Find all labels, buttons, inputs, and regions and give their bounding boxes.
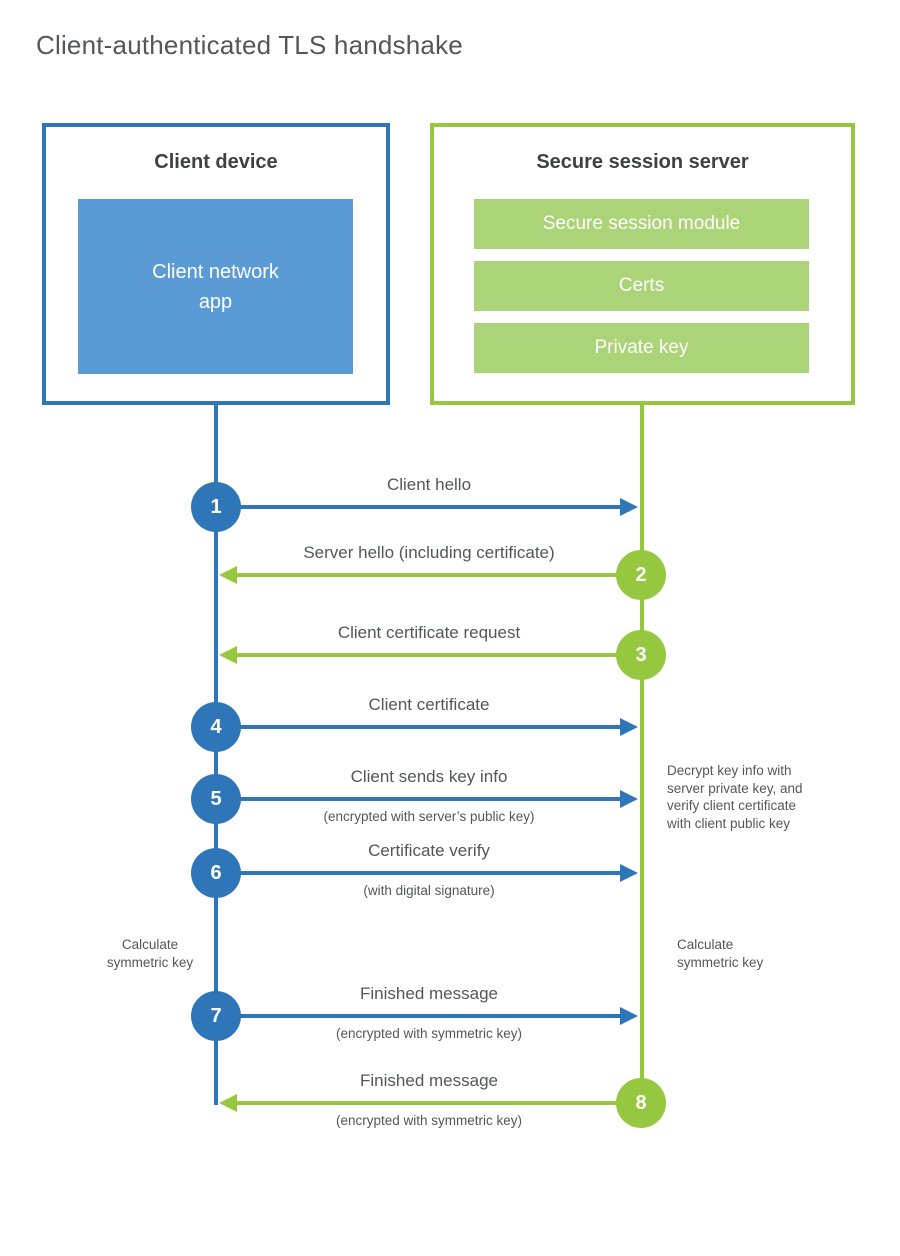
step-circle: 5 (191, 774, 241, 824)
message-arrowhead (620, 498, 638, 516)
message-arrow-shaft (237, 1101, 642, 1105)
message-label: Client hello (386, 475, 472, 494)
message-sublabel: (encrypted with server’s public key) (323, 809, 535, 824)
client-network-app-label: Client network app (152, 260, 279, 313)
server-module-label: Secure session module (542, 213, 741, 234)
server-module-bar: Private key (474, 323, 809, 373)
step-number: 5 (210, 787, 222, 810)
step-number: 6 (210, 861, 222, 884)
step-number: 1 (210, 495, 222, 518)
message-arrowhead (620, 864, 638, 882)
step-circle: 1 (191, 482, 241, 532)
message-label: Client certificate (368, 695, 490, 714)
message-sublabel: (with digital signature) (363, 883, 495, 898)
message-label: Certificate verify (368, 841, 490, 860)
annotation-calculate-symmetric-key-client: Calculate symmetric key (106, 937, 194, 970)
step-circle: 6 (191, 848, 241, 898)
client-device-title: Client device (154, 151, 278, 173)
step-number: 4 (210, 715, 222, 738)
step-number: 7 (210, 1004, 222, 1027)
client-device-box: Client device Client network app (42, 123, 390, 405)
step-number: 8 (635, 1091, 647, 1114)
server-module-bar: Secure session module (474, 199, 809, 249)
secure-session-server-box: Secure session server Secure session mod… (430, 123, 855, 405)
message-arrowhead (620, 790, 638, 808)
step-circle: 3 (616, 630, 666, 680)
client-lifeline (214, 405, 218, 1105)
message-arrowhead (620, 718, 638, 736)
message-arrow-shaft (216, 1014, 621, 1018)
annotation-calculate-symmetric-key-server: Calculate symmetric key (677, 937, 764, 970)
message-label: Finished message (360, 1071, 498, 1090)
server-module-label: Private key (594, 337, 689, 358)
client-network-app-box: Client network app (78, 199, 353, 374)
message-label: Client certificate request (337, 623, 521, 642)
step-circle: 4 (191, 702, 241, 752)
message-arrow-shaft (216, 797, 621, 801)
message-label: Client sends key info (350, 767, 508, 786)
message-label: Finished message (360, 984, 498, 1003)
message-arrowhead (219, 1094, 237, 1112)
message-sublabel: (encrypted with symmetric key) (335, 1026, 523, 1041)
message-arrow-shaft (216, 505, 621, 509)
server-module-bar: Certs (474, 261, 809, 311)
step-number: 3 (635, 643, 647, 666)
message-arrow-shaft (216, 725, 621, 729)
message-arrow-shaft (237, 573, 642, 577)
message-arrowhead (219, 646, 237, 664)
step-number: 2 (635, 563, 647, 586)
message-arrowhead (219, 566, 237, 584)
message-arrow-shaft (237, 653, 642, 657)
server-lifeline (640, 405, 644, 1105)
step-circle: 8 (616, 1078, 666, 1128)
message-arrow-shaft (216, 871, 621, 875)
secure-session-server-title: Secure session server (536, 151, 749, 173)
message-sublabel: (encrypted with symmetric key) (335, 1113, 523, 1128)
annotation-decrypt-note: Decrypt key info with server private key… (667, 763, 803, 831)
step-circle: 7 (191, 991, 241, 1041)
server-module-label: Certs (618, 275, 665, 296)
step-circle: 2 (616, 550, 666, 600)
page-title: Client-authenticated TLS handshake (36, 30, 463, 60)
message-label: Server hello (including certificate) (303, 543, 555, 562)
message-arrowhead (620, 1007, 638, 1025)
